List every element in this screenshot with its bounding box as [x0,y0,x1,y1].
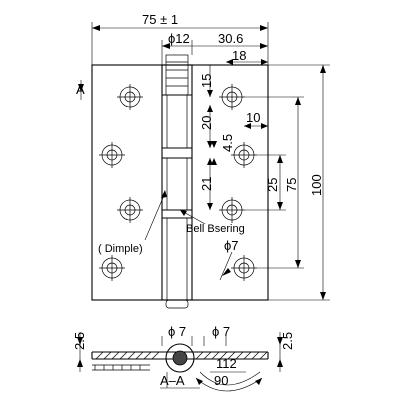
bearing-label: Bell Bsering [186,223,245,235]
screw-hole [219,197,245,223]
dimension-labels: 75 ± 1 ϕ12 30.6 18 15 20 4.5 10 21 25 75… [72,12,324,388]
front-view [78,54,269,309]
section-hatching [95,351,268,360]
dimension-lines [91,22,330,301]
hole-span-label: 75 [284,178,299,192]
hole-spacing-upper-label: 20 [199,116,214,130]
section-marker-label: A [76,82,85,97]
screw-hole [231,255,257,281]
section-hole-left-label: ϕ 7 [168,324,186,339]
screw-hole [117,84,143,110]
knuckle-column [161,54,193,309]
hole-spacing-lower-label: 21 [199,177,214,191]
screw-hole [219,84,245,110]
thickness-left-label: 2.5 [72,332,87,350]
hole-diameter-label: ϕ7 [224,238,239,253]
section-angle-label: 90 [214,373,228,388]
knuckle-gap-label: 4.5 [220,134,235,152]
section-name-label: A–A [160,373,185,388]
section-hole-right-label: ϕ 7 [212,324,230,339]
hole-offset-label: 18 [232,48,246,63]
pin-section [172,350,188,366]
screw-hole [99,142,125,168]
hole-pitch-label: 25 [265,178,280,192]
overall-height-label: 100 [309,174,324,196]
section-view [77,332,283,392]
screw-hole [99,255,125,281]
overall-width-label: 75 ± 1 [142,12,178,27]
screw-hole [231,142,257,168]
hole-to-edge-label: 10 [246,110,260,125]
leaf-offset-label: 30.6 [218,31,243,46]
top-to-hole-label: 15 [199,74,214,88]
dimple-leader [144,190,167,241]
screw-hole [117,197,143,223]
knuckle-section-outer [165,343,195,373]
section-width-label: 112 [216,356,237,371]
hole-diameter-leader [219,251,233,281]
thickness-right-label: 2.5 [280,332,295,350]
section-marker-a [78,80,84,100]
pin-diameter-label: ϕ12 [168,31,190,46]
bearing-leader [179,209,206,225]
dimple-label: ( Dimple) [98,243,143,255]
